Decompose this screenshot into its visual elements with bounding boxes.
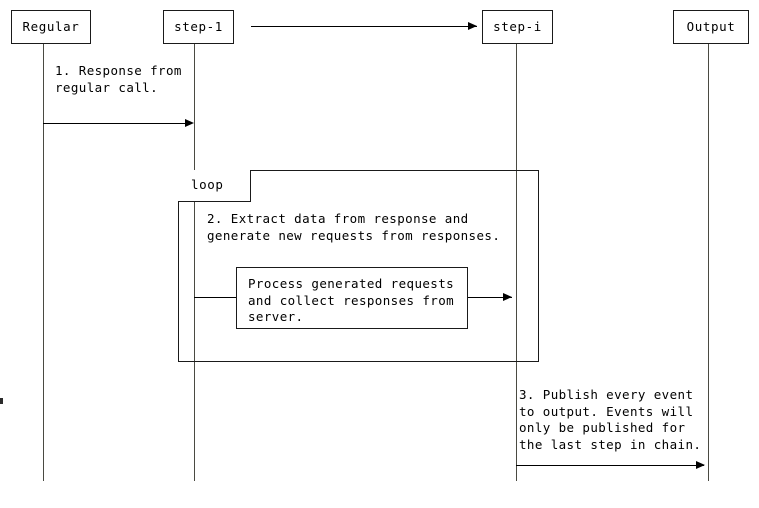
participant-label-step-i: step-i [493,18,542,34]
edge-artifact-tick [0,398,3,404]
message-label-publish-every-event: 3. Publish every event to output. Events… [519,387,702,452]
message-line-chain-link [251,26,477,27]
message-arrowhead-process-generated-requests [503,292,512,301]
loop-fragment-operator-label: loop [191,177,224,193]
message-line-publish-every-event [516,465,704,466]
loop-fragment-frame [178,170,539,362]
lifeline-step-1 [194,44,195,481]
loop-fragment-tab: loop [178,170,251,202]
message-label-response-from-regular: 1. Response from regular call. [55,63,182,95]
participant-label-output: Output [686,18,736,34]
participant-label-regular: Regular [22,18,80,34]
message-arrowhead-chain-link [468,21,477,30]
participant-regular[interactable]: Regular [11,10,91,44]
participant-step-i[interactable]: step-i [482,10,553,44]
lifeline-output [708,44,709,481]
message-arrowhead-publish-every-event [696,460,705,469]
loop-fragment-body-text: 2. Extract data from response and genera… [207,211,501,243]
participant-step-1[interactable]: step-1 [163,10,234,44]
participant-label-step-1: step-1 [174,18,223,34]
note-box-text-process-generated-requests: Process generated requests and collect r… [248,276,455,324]
lifeline-step-i [516,44,517,481]
message-arrowhead-response-from-regular [185,118,194,127]
message-line-response-from-regular [43,123,190,124]
note-box-process-generated-requests: Process generated requests and collect r… [236,267,468,329]
lifeline-regular [43,44,44,481]
participant-output[interactable]: Output [673,10,749,44]
